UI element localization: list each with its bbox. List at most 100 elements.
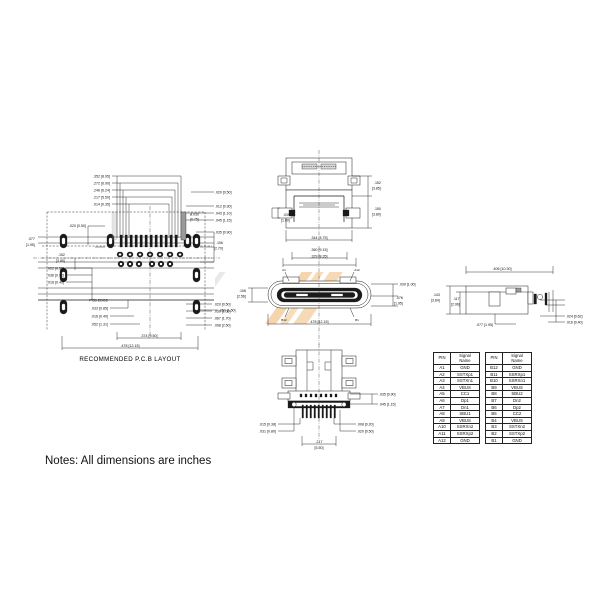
- dim-label: [2.56]: [237, 295, 246, 299]
- dim-label: .329 [8.35]: [311, 255, 328, 259]
- dim-label: .035 [0.90]: [215, 230, 231, 234]
- pin-signal: SSRXp2: [450, 429, 480, 438]
- pin-id: A11: [433, 429, 451, 438]
- pin-table-header-row: PIN Signal Name PIN Signal Name: [433, 352, 532, 365]
- header-pin-right: PIN: [485, 352, 503, 365]
- pin-id: B7: [485, 396, 503, 405]
- pin-signal: SSTXn1: [450, 377, 480, 385]
- pin-id: B12: [485, 364, 503, 372]
- notes-text: Notes: All dimensions are inches: [45, 455, 212, 467]
- pin-id: A4: [433, 383, 451, 392]
- dim-label: .117: [453, 297, 460, 301]
- dim-label: .020 [0.50]: [215, 190, 231, 194]
- pcb-pad-row-top: [119, 234, 178, 248]
- dim-label: .020 [0.50]: [69, 224, 86, 228]
- dim-label: .045 [1.15]: [379, 402, 395, 406]
- view-top: .152 [3.85] .150 [3.80] .344 [8.75] .039…: [271, 150, 381, 242]
- pin-signal: GND: [450, 436, 480, 445]
- dim-label: PCB EDGE: [89, 298, 108, 302]
- pin-id: B8: [485, 390, 503, 398]
- dim-label: [1.95]: [394, 302, 403, 306]
- dim-label: .478 [12.15]: [310, 320, 329, 324]
- pin-signal: VBUS: [450, 383, 480, 392]
- dim-label: .150: [374, 207, 381, 211]
- dim-label: [3.85]: [56, 259, 65, 263]
- pin-id: B1: [485, 436, 503, 445]
- dim-label: .016 [0.40]: [47, 280, 64, 284]
- dim-label: .143: [433, 293, 440, 297]
- pin-callout: B1: [355, 318, 359, 322]
- pcb-pad-row-bottom: [117, 260, 174, 268]
- dim-label: .020 [0.50]: [214, 302, 230, 306]
- pin-id: A2: [433, 370, 451, 379]
- pin-signal: SSTXp2: [502, 429, 532, 438]
- pin-id: A8: [433, 410, 451, 418]
- pin-id: A1: [433, 364, 451, 372]
- pin-id: A3: [433, 377, 451, 385]
- bottom-contact-dots: [299, 393, 338, 398]
- dim-label: [3.85]: [372, 187, 381, 191]
- dim-label: .043 [1.10]: [215, 211, 231, 215]
- pin-signal: GND: [502, 364, 532, 372]
- dim-label: .016 [0.40]: [91, 314, 108, 318]
- pcb-layout-caption: RECOMMENDED P.C.B LAYOUT: [79, 356, 180, 363]
- dim-label: .012 [0.30]: [215, 204, 231, 208]
- view-front: .360 [9.15] .329 [8.35] .478 [12.15] .03…: [237, 246, 416, 345]
- dim-label: .217 [5.50]: [93, 195, 110, 199]
- pin-id: A5: [433, 390, 451, 398]
- header-signal-left-l1: Signal: [459, 352, 471, 358]
- pin-id: B3: [485, 423, 503, 431]
- dim-label: [3.80]: [372, 213, 381, 217]
- dim-label: .406 [10.30]: [493, 267, 512, 271]
- dim-label: .024 [0.62]: [566, 314, 582, 318]
- header-signal-right-l2: Name: [511, 357, 523, 363]
- dim-label: .015 [0.38]: [259, 422, 276, 426]
- pin-id: A7: [433, 403, 451, 412]
- pin-id: A6: [433, 396, 451, 405]
- dim-label: .008 [0.20]: [357, 422, 373, 426]
- dim-label: [5.50]: [315, 446, 324, 450]
- dim-label: .014 [0.35]: [93, 202, 110, 206]
- dim-label: .076: [396, 296, 403, 300]
- pin-signal: Dp1: [450, 396, 480, 405]
- dim-label: .077: [28, 237, 35, 241]
- pin-id: B11: [485, 370, 503, 379]
- dim-label: .352 [8.95]: [93, 174, 110, 178]
- dim-label: [2.70]: [214, 247, 223, 251]
- pin-signal: CC1: [450, 390, 480, 398]
- dim-label: .052 [1.31]: [91, 322, 108, 326]
- pin-id: B5: [485, 410, 503, 418]
- header-signal-left: Signal Name: [450, 352, 480, 365]
- pin-signal: SSTXn2: [502, 423, 532, 431]
- pin-signal: GND: [502, 436, 532, 445]
- pin-signal: VBUS: [450, 416, 480, 425]
- header-signal-right-l1: Signal: [511, 352, 523, 358]
- pin-signal: SBU2: [502, 390, 532, 398]
- pin-callout: A1: [282, 268, 286, 272]
- dim-label: .020 [0.50]: [357, 429, 373, 433]
- dim-label: .077 [1.95]: [476, 323, 493, 327]
- dim-label: .036 [0.92]: [47, 273, 64, 277]
- dim-label: .039 [1.00]: [214, 309, 230, 313]
- pin-callout: B12: [281, 318, 287, 322]
- pin-signal: SSRXp1: [502, 370, 532, 379]
- pin-id: B10: [485, 377, 503, 385]
- header-signal-right: Signal Name: [502, 352, 532, 365]
- pin-id: B6: [485, 403, 503, 412]
- pin-signal: Dn2: [502, 396, 532, 405]
- dim-label: [1.95]: [26, 243, 35, 247]
- pin-signal: SSTXp1: [450, 370, 480, 379]
- dim-label: .039: [283, 213, 290, 217]
- dim-label: .272 [6.90]: [93, 181, 110, 185]
